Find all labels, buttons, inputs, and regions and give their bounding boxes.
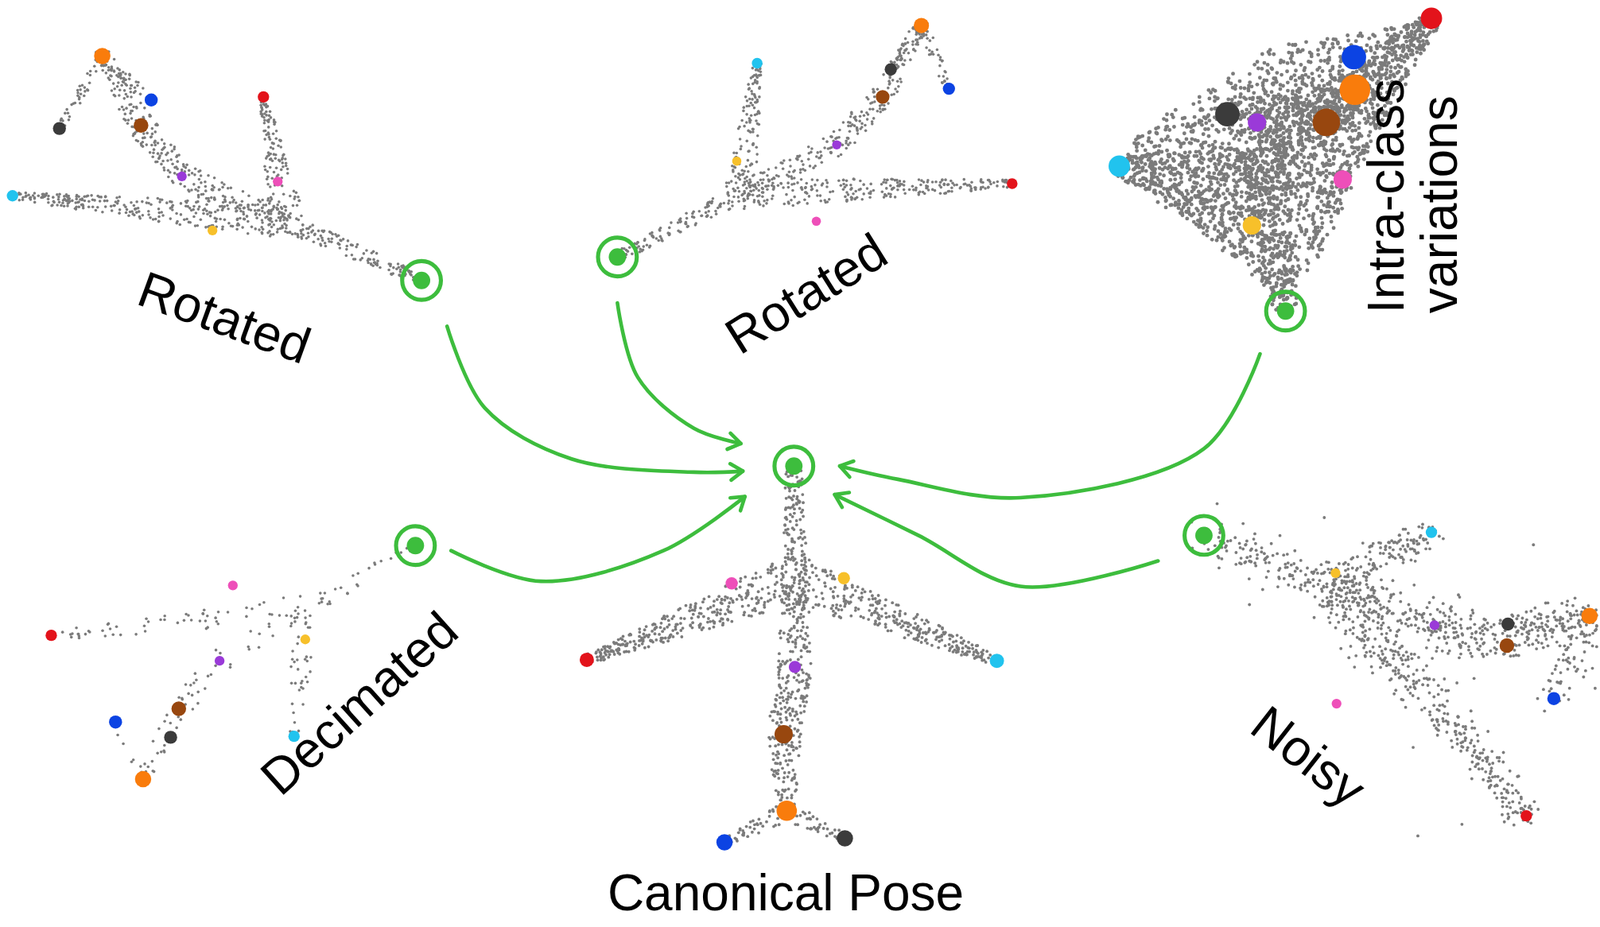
figure-stage: RotatedRotatedIntra-class variationsDeci… <box>0 0 1600 927</box>
